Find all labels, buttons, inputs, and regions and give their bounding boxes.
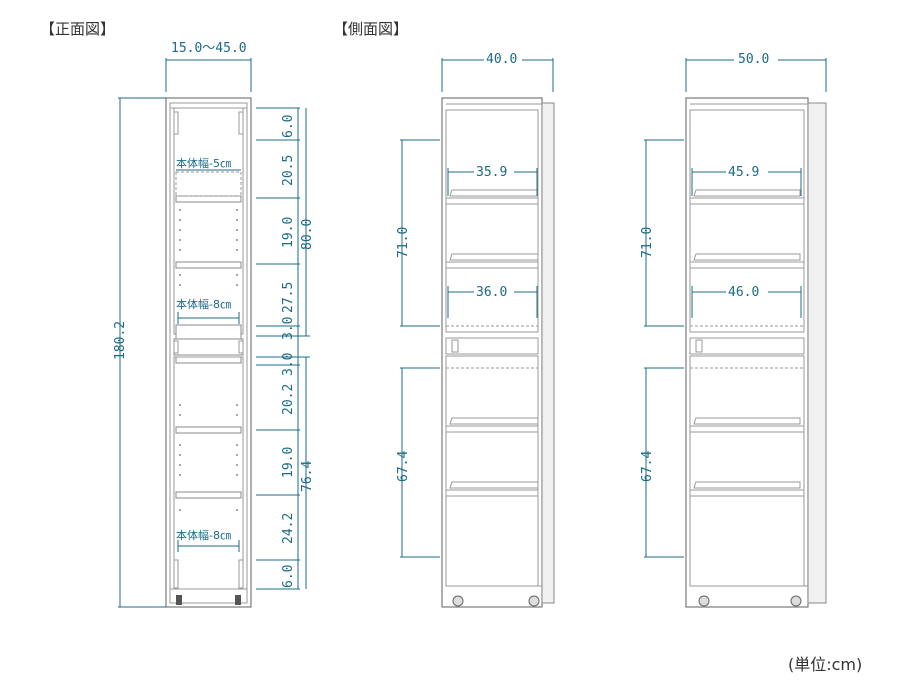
front-seg-10: 6.0 [281, 565, 296, 588]
front-seg-3: 19.0 [281, 217, 296, 248]
side-view-50: 50.0 45.9 46.0 71.0 [640, 52, 827, 608]
front-seg-2: 20.5 [281, 155, 296, 186]
side2-depth: 50.0 [738, 52, 769, 67]
front-seg-5: 3.0 [281, 317, 296, 340]
front-lower-total: 76.4 [300, 461, 315, 492]
front-seg-4: 27.5 [281, 282, 296, 313]
side-view-40: 40.0 35.9 36.0 [396, 52, 555, 608]
side1-lower-h: 67.4 [396, 451, 411, 482]
front-note-1: 本体幅-5㎝ [176, 156, 231, 170]
front-upper-total: 80.0 [300, 219, 315, 250]
side-view-title: 【側面図】 [333, 20, 409, 38]
front-note-2: 本体幅-8㎝ [176, 297, 231, 311]
front-seg-8: 19.0 [281, 447, 296, 478]
side1-upper-h: 71.0 [396, 227, 411, 258]
front-width-label: 15.0～45.0 [171, 41, 247, 56]
side2-inner2: 46.0 [728, 285, 759, 300]
front-seg-6: 3.0 [281, 353, 296, 376]
side1-depth: 40.0 [486, 52, 517, 67]
side1-inner1: 35.9 [476, 165, 507, 180]
front-note-3: 本体幅-8㎝ [176, 528, 231, 542]
side2-lower-h: 67.4 [640, 451, 655, 482]
front-view: 15.0～45.0 [113, 41, 315, 608]
side1-inner2: 36.0 [476, 285, 507, 300]
side1-body [441, 97, 543, 608]
front-seg-1: 6.0 [281, 115, 296, 138]
front-seg-9: 24.2 [281, 513, 296, 544]
side2-body [685, 97, 809, 608]
front-total-height: 180.2 [113, 321, 128, 360]
side2-inner1: 45.9 [728, 165, 759, 180]
front-view-title: 【正面図】 [40, 20, 116, 38]
side2-upper-h: 71.0 [640, 227, 655, 258]
unit-note: (単位:cm) [788, 655, 863, 674]
front-seg-7: 20.2 [281, 384, 296, 415]
